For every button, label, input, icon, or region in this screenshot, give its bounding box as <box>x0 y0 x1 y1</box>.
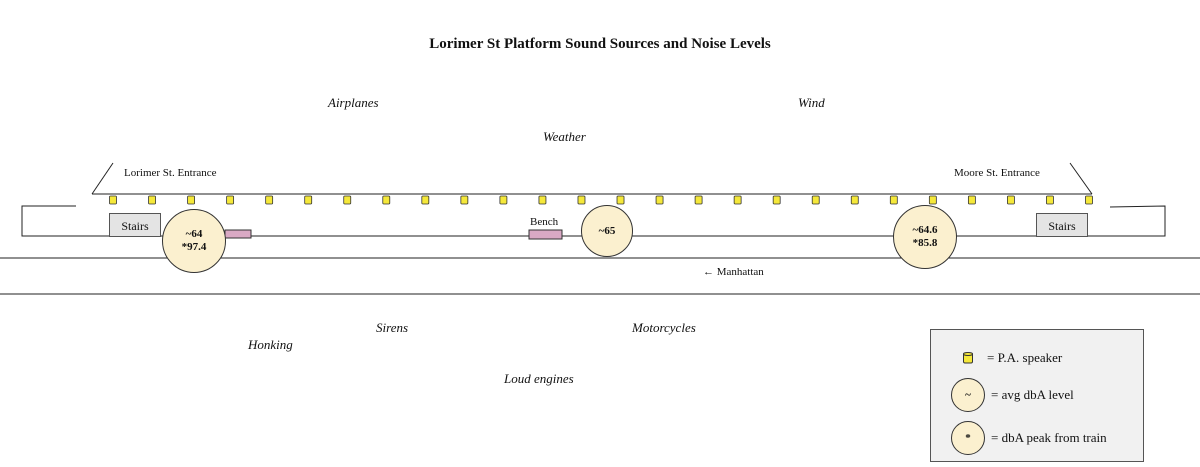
bench-label: Bench <box>530 216 559 228</box>
speaker-icon <box>889 195 898 205</box>
bench-left <box>224 229 252 239</box>
speaker-icon <box>343 195 352 205</box>
legend-row-speaker: = P.A. speaker <box>931 350 1062 366</box>
speaker-icon <box>616 195 625 205</box>
speaker-icon <box>733 195 742 205</box>
avg-level: ~64.6 <box>912 224 938 236</box>
speaker-row <box>109 195 1093 205</box>
peak-level-symbol: * <box>951 421 985 455</box>
entrance-right-label: Moore St. Entrance <box>954 167 1040 179</box>
measurement-circle-center: ~65 <box>581 205 633 257</box>
speaker-icon <box>187 195 195 205</box>
speaker-icon <box>577 195 586 205</box>
diagram-title: Lorimer St Platform Sound Sources and No… <box>429 36 771 52</box>
peak-level: *85.8 <box>912 237 938 249</box>
avg-level: ~65 <box>598 224 616 237</box>
measurement-circle-left: ~64 *97.4 <box>162 209 226 273</box>
speaker-icon <box>265 195 274 205</box>
stairs-left: Stairs <box>109 213 161 237</box>
speaker-icon <box>963 352 973 364</box>
speaker-icon <box>811 195 820 205</box>
legend-peak-label: = dbA peak from train <box>991 430 1107 445</box>
legend: = P.A. speaker ~ = avg dbA level * = dbA… <box>930 329 1144 462</box>
speaker-icon <box>772 195 781 205</box>
legend-row-avg: ~ = avg dbA level <box>931 378 1074 412</box>
speaker-icon <box>460 195 469 205</box>
entrance-left-label: Lorimer St. Entrance <box>124 167 217 179</box>
legend-avg-label: = avg dbA level <box>991 387 1074 402</box>
peak-level: *97.4 <box>181 241 207 253</box>
speaker-icon <box>382 195 391 205</box>
avg-level: ~64 <box>185 228 203 240</box>
source-motorcycles: Motorcycles <box>632 320 696 335</box>
legend-speaker-label: = P.A. speaker <box>987 350 1063 365</box>
source-honking: Honking <box>248 337 293 352</box>
avg-level-symbol: ~ <box>951 378 985 412</box>
direction-label: ← Manhattan <box>703 266 764 278</box>
speaker-icon <box>304 195 313 205</box>
speaker-icon <box>499 195 508 205</box>
legend-row-peak: * = dbA peak from train <box>931 421 1107 455</box>
stairs-right: Stairs <box>1036 213 1088 237</box>
speaker-icon <box>850 195 859 205</box>
measurement-circle-right: ~64.6 *85.8 <box>893 205 957 269</box>
source-loud-engines: Loud engines <box>504 371 574 386</box>
speaker-icon <box>1007 195 1015 205</box>
speaker-icon <box>967 195 976 205</box>
source-airplanes: Airplanes <box>328 95 379 110</box>
source-weather: Weather <box>543 129 586 144</box>
speaker-icon <box>148 195 156 205</box>
speaker-icon <box>1085 195 1093 205</box>
speaker-icon <box>928 195 937 205</box>
source-wind: Wind <box>798 95 825 110</box>
bench-center <box>528 229 563 240</box>
speaker-icon <box>109 195 117 205</box>
source-sirens: Sirens <box>376 320 409 335</box>
speaker-icon <box>655 195 664 205</box>
speaker-icon <box>694 195 703 205</box>
speaker-icon <box>1046 195 1054 205</box>
speaker-icon <box>226 195 235 205</box>
speaker-icon <box>421 195 430 205</box>
speaker-icon <box>538 195 547 205</box>
